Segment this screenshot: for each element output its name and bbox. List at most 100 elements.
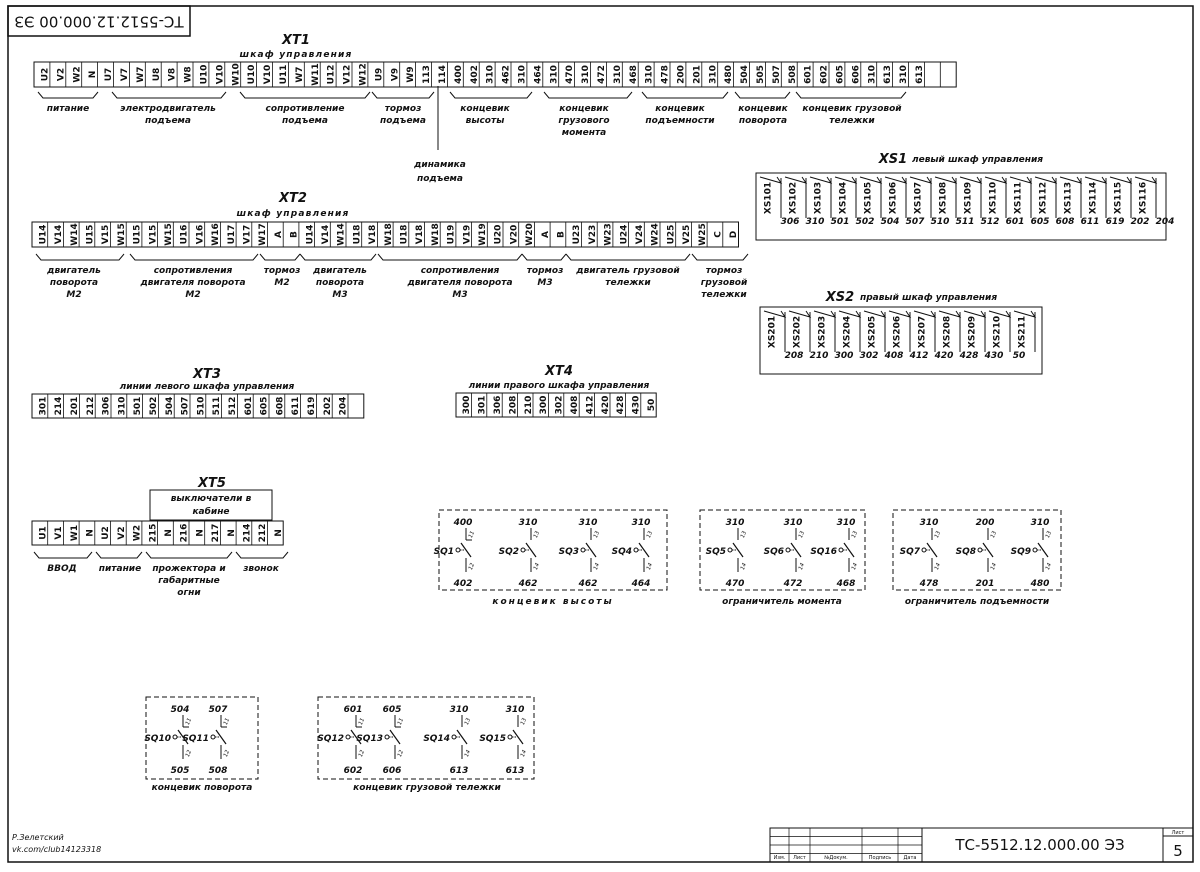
switch-name: SQ8 [956,547,976,557]
xs1-pin-4: XS105 [864,182,874,214]
xt1-dyn-line-0: динамика [413,160,466,170]
xt2-group-7-line-1: грузовой [701,278,748,288]
switch-bottom-wire: 478 [919,579,939,589]
switch-top-wire: 507 [209,705,229,715]
switch-pin-b: 14 [851,562,859,571]
xt2-cell-40: U25 [666,225,676,245]
xt2-group-brace-6 [565,253,691,261]
switch-pin-b: 14 [646,562,654,571]
stamp-code: ТС-5512.12.000.00 ЭЗ [954,836,1124,854]
switch-pin-a: 13 [533,530,541,539]
xt5-cell-9: 216 [180,524,190,543]
xt1-cell-51: 606 [851,65,861,84]
xt1-cell-49: 602 [820,65,830,84]
xt2-group-5-line-0: тормоз [527,266,564,276]
xt3-cell-2: 201 [70,397,80,416]
switch-pin-a: 11 [223,717,231,726]
stamp-header-4: Дата [904,855,917,861]
xt1-cell-44: 504 [740,65,750,84]
switch-pin-a: 13 [520,717,528,726]
xt3-cell-5: 310 [117,397,127,416]
switch-name: SQ15 [479,734,506,744]
xt1-cell-10: U10 [199,65,209,85]
xs1-wire-9: 601 [1006,217,1025,227]
xt1-cell-7: U8 [152,68,162,82]
xt4-subtitle: линии правого шкафа управления [469,381,650,391]
switch-pin-a: 11 [358,717,366,726]
xt5-group-brace-0 [33,551,93,559]
switch-bottom-wire: 470 [725,579,745,589]
switch-top-wire: 310 [920,518,939,528]
xt1-cell-21: U9 [374,68,384,82]
xs1-pin-14: XS115 [1114,182,1124,214]
switch-top-wire: 310 [506,705,525,715]
xt3-cell-17: 619 [307,397,317,416]
xt1-cell-5: V7 [120,68,130,81]
xt4-title: XT4 [544,364,573,379]
xt2-group-4-line-0: сопротивления [421,266,500,276]
xt2-group-3-line-0: двигатель [312,266,367,276]
xs2-pin-7: XS208 [943,316,953,348]
switch-pin-a: 11 [468,530,476,539]
switch-pin-b: 14 [798,562,806,571]
xt2-cell-12: U17 [227,225,237,245]
xt2-cell-27: V19 [462,225,472,245]
xs1-pin-11: XS112 [1039,182,1049,214]
switch-name: SQ2 [499,547,519,557]
switch-pin-b: 12 [468,562,476,571]
xt3-cell-14: 605 [260,397,270,416]
switch-pin-b: 14 [990,562,998,571]
switch-pin-b: 14 [464,749,472,758]
xt3-cell-16: 611 [291,397,301,416]
xt5-title: XT5 [197,476,226,491]
xs2-wire-3: 302 [860,351,879,361]
xt2-cell-37: U24 [619,225,629,245]
xt3-cell-15: 608 [275,397,285,416]
xt2-cell-33: B [556,231,566,238]
xt1-cell-26: 400 [454,65,464,84]
xt1-group-brace-7 [734,91,791,99]
xt4-cell-1: 301 [478,396,488,415]
xs2-pin-8: XS209 [968,316,978,348]
xt2-cell-29: U20 [494,225,504,245]
xs1-wire-1: 310 [806,217,825,227]
switch-group-1: ограничитель момента3104701314SQ53104721… [699,509,866,607]
xt1-cell-16: W7 [295,66,305,82]
xt2-cell-20: U18 [352,225,362,245]
corner-code: ТС-5512.12.000.00 ЭЗ [14,13,184,31]
xt2-group-brace-1 [129,253,259,261]
xt2-group-4-line-1: двигателя поворота [406,278,512,288]
xs1-box [755,172,1167,241]
xt1-cell-48: 601 [804,65,814,84]
xt2-cell-9: U16 [180,225,190,245]
xt1-group-2-line-0: сопротивление [266,104,345,114]
xt2-cell-15: A [274,231,284,238]
switch-top-wire: 310 [579,518,598,528]
xt1-group-4-line-1: высоты [466,116,505,126]
switch-pin-a: 13 [740,530,748,539]
switch-name: SQ16 [810,547,837,557]
xt2-cell-24: V18 [415,225,425,245]
switch-pin-a: 13 [851,530,859,539]
xs2-box [759,306,1043,375]
xt2-group-labels: двигательповоротаМ2сопротивлениядвигател… [35,253,749,300]
xs1-wire-8: 512 [981,217,1000,227]
xs1-wire-4: 504 [881,217,900,227]
switch-pin-b: 14 [533,562,541,571]
xt2-cell-17: U14 [305,225,315,245]
switch-name: SQ1 [434,547,454,557]
xt5-cell-14: 212 [258,524,268,543]
xt5-cell-10: N [195,529,205,537]
xt2-cell-32: A [541,231,551,238]
xt2-cell-22: W18 [384,223,394,245]
xt3-cell-18: 202 [323,397,333,416]
xs2-pin-9: XS210 [993,316,1003,348]
xt2-group-3-line-1: поворота [316,278,364,288]
xt1-group-8-line-0: концевик грузовой [802,104,902,114]
